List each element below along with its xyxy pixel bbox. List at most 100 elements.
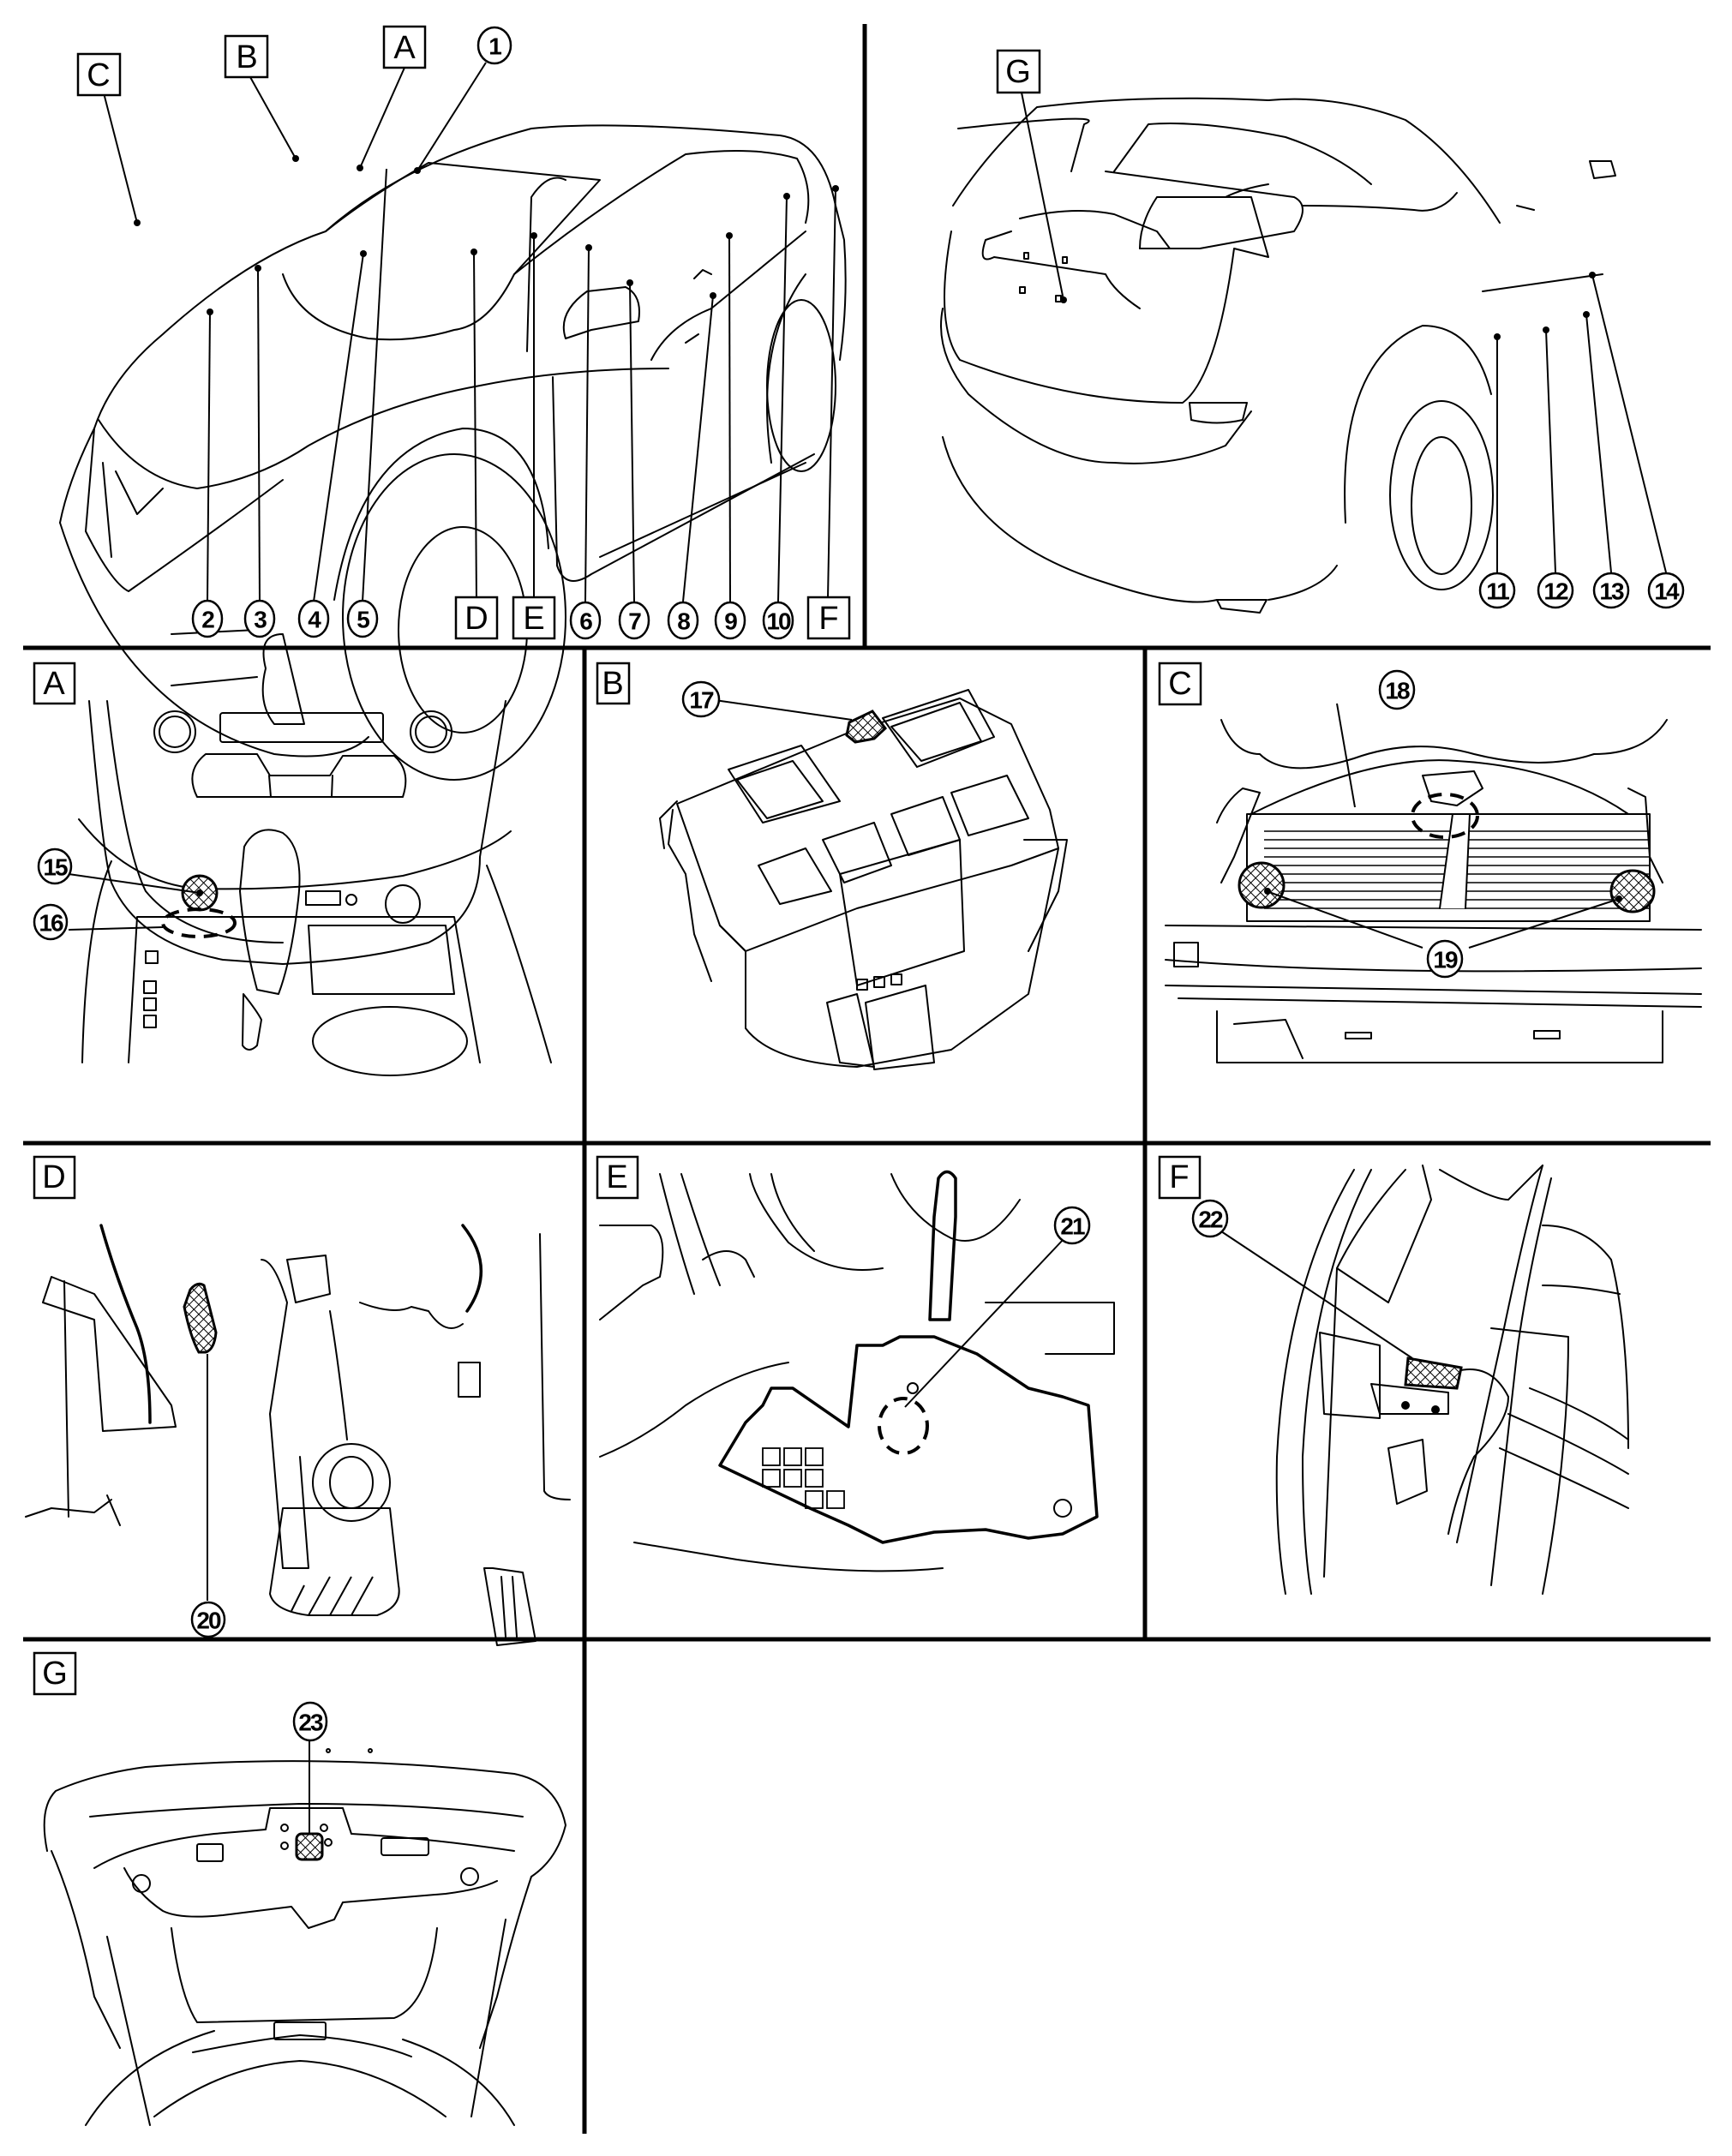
shifter-base-grid — [762, 1447, 845, 1509]
detail-A-label: A — [33, 662, 76, 705]
panel-detail-F-pillar-harness: F 22 — [1158, 1155, 1629, 1595]
callout-15-text: 15 — [43, 854, 68, 881]
callout-22: 22 — [1191, 1199, 1229, 1238]
callout-12: 12 — [1537, 572, 1574, 609]
detail-D-label: D — [33, 1155, 76, 1200]
detail-ref-C: C — [76, 52, 122, 97]
callout-18: 18 — [1378, 669, 1416, 710]
callout-4-text: 4 — [308, 607, 321, 633]
panel-detail-G-back-door: G 23 — [33, 1651, 566, 2126]
detail-B-label: B — [596, 662, 631, 705]
detail-ref-C-text: C — [87, 57, 110, 93]
detail-E-label-text: E — [606, 1159, 627, 1195]
detail-G-label: G — [33, 1651, 77, 1696]
detail-E-label: E — [596, 1155, 639, 1200]
callout-6: 6 — [569, 601, 602, 640]
callout-11: 11 — [1478, 572, 1516, 609]
callout-16-text: 16 — [39, 910, 63, 937]
callout-4: 4 — [297, 599, 330, 638]
callout-8: 8 — [667, 601, 699, 640]
highlighted-component-23 — [295, 1832, 324, 1861]
pedal-assembly-illustration — [25, 1224, 571, 1646]
callout-3-text: 3 — [254, 607, 267, 633]
callout-7: 7 — [618, 601, 650, 640]
detail-F-label-text: F — [1169, 1159, 1189, 1195]
detail-C-label: C — [1158, 662, 1202, 706]
detail-ref-A: A — [382, 25, 427, 69]
callout-13: 13 — [1592, 572, 1630, 609]
back-door-illustration — [43, 1748, 566, 2126]
detail-ref-F-text: F — [818, 601, 838, 637]
detail-ref-A-text: A — [393, 30, 416, 66]
callout-8-text: 8 — [677, 608, 690, 635]
panel-vehicle-front-view: C B A 1 2 3 4 5 D E 6 7 8 9 10 F — [59, 25, 851, 781]
detail-ref-E-text: E — [523, 601, 544, 637]
callout-17-text: 17 — [689, 687, 714, 714]
detail-ref-B: B — [224, 34, 269, 79]
highlighted-component-22 — [1404, 1356, 1463, 1390]
callout-13-text: 13 — [1599, 578, 1624, 605]
detail-ref-D: D — [454, 596, 499, 640]
detail-F-label: F — [1158, 1155, 1202, 1200]
callout-23: 23 — [292, 1701, 328, 1742]
vehicle-front-illustration — [59, 124, 847, 781]
callout-15: 15 — [37, 847, 73, 885]
front-view-leaders — [99, 62, 839, 602]
panel-detail-C-front-end: C — [1158, 662, 1702, 1063]
callout-19-text: 19 — [1433, 947, 1458, 973]
highlighted-component-19-right — [1609, 869, 1656, 913]
callout-20-text: 20 — [196, 1608, 221, 1634]
callout-1: 1 — [476, 26, 512, 65]
hidden-component-18-outline — [1411, 793, 1479, 839]
detail-ref-D-text: D — [464, 601, 488, 637]
detail-B-label-text: B — [602, 666, 623, 702]
callout-2-text: 2 — [201, 607, 214, 633]
highlighted-component-20 — [183, 1282, 218, 1354]
panel-detail-D-pedals: D 20 — [25, 1155, 571, 1646]
callout-5: 5 — [346, 599, 379, 638]
front-end-illustration — [1165, 719, 1702, 1063]
callout-14-text: 14 — [1654, 578, 1680, 605]
callout-17: 17 — [681, 680, 721, 718]
panel-detail-A-console: A 15 16 — [33, 662, 552, 1076]
pillar-harness-illustration — [1275, 1165, 1629, 1595]
panel-vehicle-rear-view: G 11 12 13 14 — [940, 49, 1685, 614]
callout-10: 10 — [762, 601, 794, 640]
detail-ref-B-text: B — [236, 39, 257, 75]
callout-2: 2 — [191, 599, 224, 638]
highlighted-component-17 — [845, 710, 888, 744]
shifter-assembly-illustration — [599, 1170, 1115, 1572]
callout-16: 16 — [33, 903, 69, 941]
panel-detail-E-shifter: E 21 — [596, 1155, 1115, 1572]
detail-ref-F: F — [806, 596, 851, 640]
detail-ref-G: G — [996, 49, 1041, 94]
rear-view-leaders — [1021, 92, 1667, 573]
callout-18-text: 18 — [1385, 678, 1410, 704]
callout-3: 3 — [243, 599, 276, 638]
detail-ref-E: E — [512, 596, 556, 640]
callout-6-text: 6 — [579, 608, 592, 635]
detail-C-label-text: C — [1168, 666, 1191, 702]
callout-10-text: 10 — [766, 608, 791, 635]
callout-19: 19 — [1426, 939, 1464, 979]
callout-21: 21 — [1053, 1206, 1091, 1245]
panel-grid-lines — [23, 24, 1711, 2134]
detail-G-label-text: G — [42, 1656, 68, 1692]
callout-9: 9 — [714, 601, 746, 640]
callout-12-text: 12 — [1543, 578, 1568, 605]
callout-23-text: 23 — [298, 1710, 323, 1736]
detail-D-label-text: D — [42, 1159, 65, 1195]
highlighted-component-19-left — [1238, 861, 1286, 909]
callout-5-text: 5 — [357, 607, 369, 633]
callout-22-text: 22 — [1198, 1207, 1223, 1233]
hidden-component-16-outline — [161, 907, 237, 938]
detail-A-label-text: A — [43, 666, 65, 702]
callout-1-text: 1 — [488, 33, 501, 60]
callout-20: 20 — [190, 1601, 226, 1638]
callout-11-text: 11 — [1486, 578, 1509, 605]
panel-detail-B-hvac-unit: B 17 — [596, 662, 1068, 1070]
brake-pedal-ribs — [291, 1576, 374, 1616]
hidden-component-21-outline — [878, 1397, 929, 1455]
callout-21-text: 21 — [1060, 1213, 1085, 1240]
